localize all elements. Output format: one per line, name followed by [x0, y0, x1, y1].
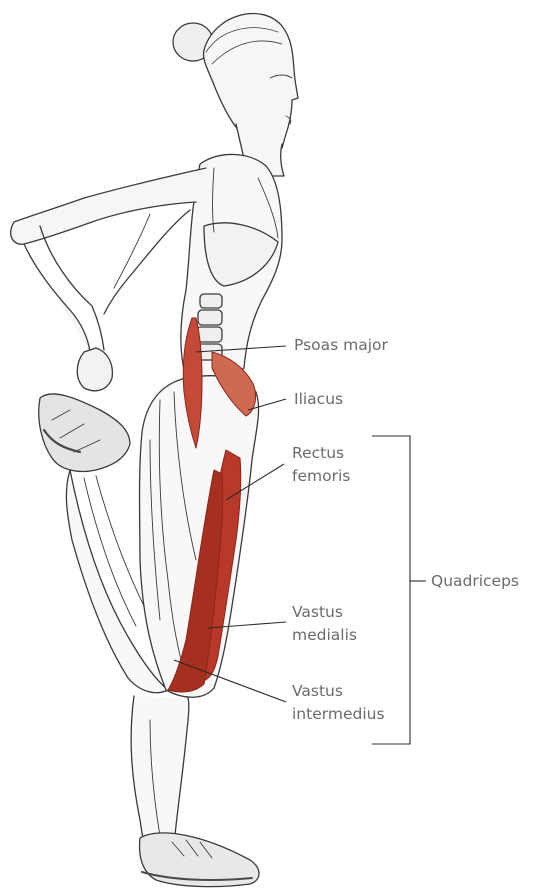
label-iliacus-text: Iliacus: [294, 388, 343, 411]
label-vastus-intermedius-line-1: Vastus: [292, 680, 385, 703]
label-psoas-major-text: Psoas major: [294, 334, 388, 357]
label-rectus-femoris-line-1: Rectus: [292, 442, 350, 465]
standing-foot-shoe: [140, 833, 259, 887]
label-quadriceps-text: Quadriceps: [431, 570, 519, 593]
label-vastus-medialis-line-2: medialis: [292, 624, 357, 647]
arms: [11, 168, 206, 391]
label-psoas-major: Psoas major: [294, 334, 388, 357]
label-vastus-intermedius: Vastus intermedius: [292, 680, 385, 726]
label-quadriceps: Quadriceps: [431, 570, 519, 593]
label-iliacus: Iliacus: [294, 388, 343, 411]
label-vastus-medialis: Vastus medialis: [292, 601, 357, 647]
label-vastus-medialis-line-1: Vastus: [292, 601, 357, 624]
head: [173, 14, 298, 149]
standing-leg: [131, 696, 189, 846]
raised-foot-shoe: [39, 394, 130, 472]
label-rectus-femoris: Rectus femoris: [292, 442, 350, 488]
label-vastus-intermedius-line-2: intermedius: [292, 703, 385, 726]
label-rectus-femoris-line-2: femoris: [292, 465, 350, 488]
